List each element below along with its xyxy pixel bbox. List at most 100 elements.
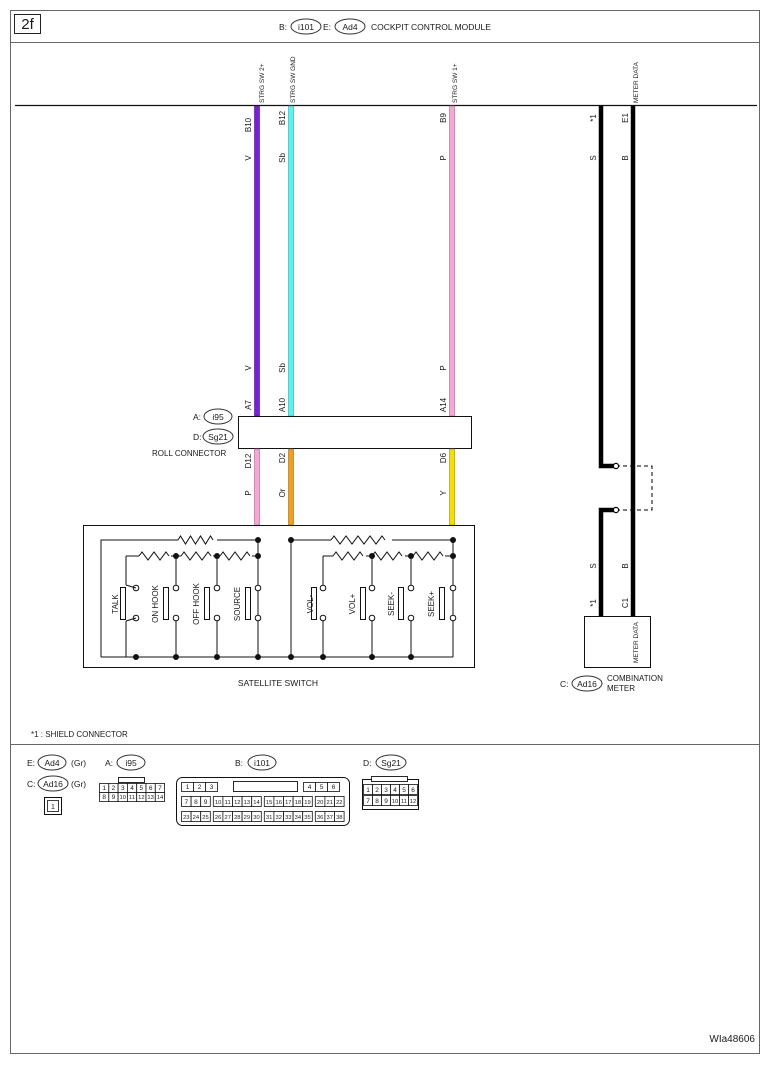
pin-number: 15 (266, 800, 272, 806)
pin-shield-top: *1 (589, 114, 598, 122)
pin-number: 4 (393, 787, 397, 794)
pin-number: 11 (401, 799, 407, 805)
pin-number: 11 (225, 800, 231, 806)
pin-number: 20 (317, 800, 323, 806)
button-label-vol-minus: VOL- (306, 594, 315, 613)
pin-cell (408, 795, 418, 806)
wire-sky-blue (288, 105, 294, 417)
connector-id-bubble (37, 775, 69, 792)
pin-cell (200, 811, 211, 822)
button-label-talk: TALK (111, 594, 120, 614)
module-e-prefix: E: (323, 22, 331, 32)
pin-number: 16 (275, 800, 281, 806)
pin-cell (200, 796, 211, 807)
pin-number: 7 (158, 785, 162, 792)
pin-number: 22 (336, 800, 342, 806)
pin-number: 9 (112, 794, 116, 801)
satellite-switch-label: SATELLITE SWITCH (238, 678, 318, 688)
pin-a14: A14 (439, 397, 448, 412)
pin-b12: B12 (278, 110, 287, 125)
connector-id-bubble (290, 18, 322, 35)
pin-number: 31 (266, 815, 272, 821)
module-name: COCKPIT CONTROL MODULE (371, 22, 491, 32)
pin-number: 7 (366, 798, 370, 805)
legend-e-color: (Gr) (71, 758, 86, 768)
pin-d12: D12 (244, 453, 253, 468)
pin-b10: B10 (244, 117, 253, 132)
connector-id-bubble (203, 408, 233, 425)
meter-data-label: METER DATA (633, 621, 640, 663)
pin-number: 4 (130, 785, 134, 792)
pin-number: 6 (332, 784, 336, 791)
pin-cell (334, 811, 345, 822)
pin-d6: D6 (439, 452, 448, 463)
legend-a-conn: i95 (125, 758, 137, 768)
wire-yellow (449, 448, 455, 526)
legend-e-prefix: E: (27, 758, 35, 768)
pin-number: 5 (402, 787, 406, 794)
legend-b-prefix: B: (235, 758, 243, 768)
pin-cell (205, 782, 218, 792)
pin-number: 13 (244, 800, 250, 806)
wire-color-v-mid: V (244, 365, 253, 371)
signal-strg-sw-1: STRG SW 1+ (452, 63, 459, 103)
pin-cell (302, 811, 313, 822)
pin-number: 11 (129, 795, 135, 801)
connector-latch (118, 777, 145, 783)
pin-number: 5 (320, 784, 324, 791)
wire-color-b: B (621, 155, 630, 160)
legend-d-conn: Sg21 (381, 758, 401, 768)
pin-number: 9 (204, 799, 208, 806)
wire-color-v: V (244, 155, 253, 161)
legend-c-pin: 1 (51, 804, 55, 811)
meter-wire-color-b: B (621, 563, 630, 568)
wire-color-sb: Sb (278, 153, 287, 163)
roll-d-prefix: D: (193, 432, 202, 442)
connector-id-bubble (116, 754, 146, 771)
button-label-on-hook: ON HOOK (151, 584, 160, 622)
pin-number: 2 (375, 787, 379, 794)
legend-c-prefix: C: (27, 779, 36, 789)
pin-number: 8 (194, 799, 198, 806)
meter-pin-shield: *1 (589, 599, 598, 607)
pin-number: 19 (304, 800, 310, 806)
pin-number: 10 (215, 800, 221, 806)
connector-id-bubble (37, 754, 67, 771)
pin-cell (251, 796, 262, 807)
pin-number: 5 (140, 785, 144, 792)
pin-cell (327, 782, 340, 792)
roll-a-prefix: A: (193, 412, 201, 422)
pin-number: 1 (366, 787, 370, 794)
connector-id-bubble (375, 754, 407, 771)
shield-junction (612, 506, 620, 514)
page-frame (10, 10, 760, 1054)
roll-connector (238, 416, 472, 449)
wire-color-or: Or (278, 488, 287, 497)
button-label-seek-plus: SEEK+ (427, 591, 436, 617)
legend-e-conn: Ad4 (44, 758, 59, 768)
pin-number: 17 (285, 800, 291, 806)
wire-color-p-low: P (244, 490, 253, 495)
wire-pink-low (254, 448, 260, 526)
pin-cell (408, 784, 418, 795)
wire-color-p-mid: P (439, 365, 448, 370)
pin-cell (302, 796, 313, 807)
pin-number: 8 (375, 798, 379, 805)
pin-b9: B9 (439, 113, 448, 123)
pin-number: 36 (317, 815, 323, 821)
shield-note: *1 : SHIELD CONNECTOR (31, 730, 128, 739)
meter-pin-c1: C1 (621, 597, 630, 608)
wire-orange (288, 448, 294, 526)
shield-wiring (598, 106, 653, 616)
shield-junction (612, 462, 620, 470)
pin-cell (334, 796, 345, 807)
pin-cell (251, 811, 262, 822)
pin-number: 7 (184, 799, 188, 806)
signal-strg-sw-2: STRG SW 2+ (259, 63, 266, 103)
document-id: WIa48606 (709, 1034, 755, 1045)
pin-number: 23 (183, 815, 189, 821)
